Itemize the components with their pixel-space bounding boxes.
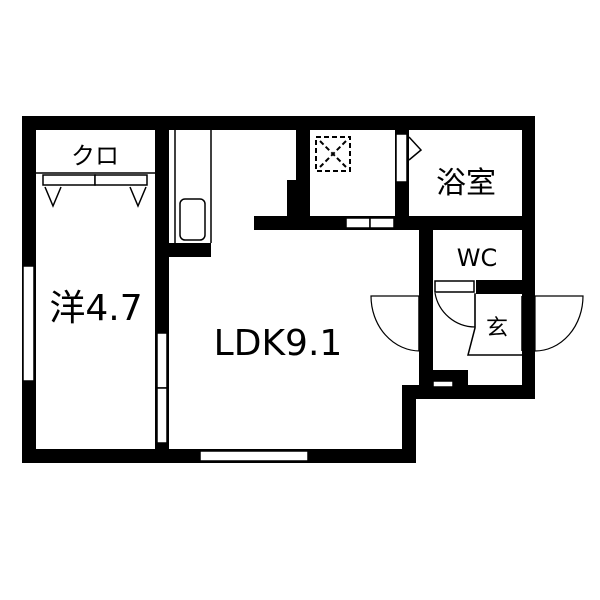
room-label-toilet: WC xyxy=(457,244,498,272)
kitchen-counter xyxy=(174,130,212,243)
room-label-bathroom: 浴室 xyxy=(436,166,496,201)
room-label-western-room: 洋4.7 xyxy=(49,288,142,329)
room-label-entrance: 玄 xyxy=(486,316,508,341)
room-label-closet: クロ xyxy=(71,142,119,170)
bath-door-marker xyxy=(408,136,423,161)
door-swings xyxy=(370,292,584,356)
closet-door-markers xyxy=(44,186,147,208)
room-label-ldk: LDK9.1 xyxy=(214,323,343,364)
washing-machine-space xyxy=(315,136,351,172)
windows xyxy=(22,133,475,462)
sink-icon xyxy=(179,198,206,241)
